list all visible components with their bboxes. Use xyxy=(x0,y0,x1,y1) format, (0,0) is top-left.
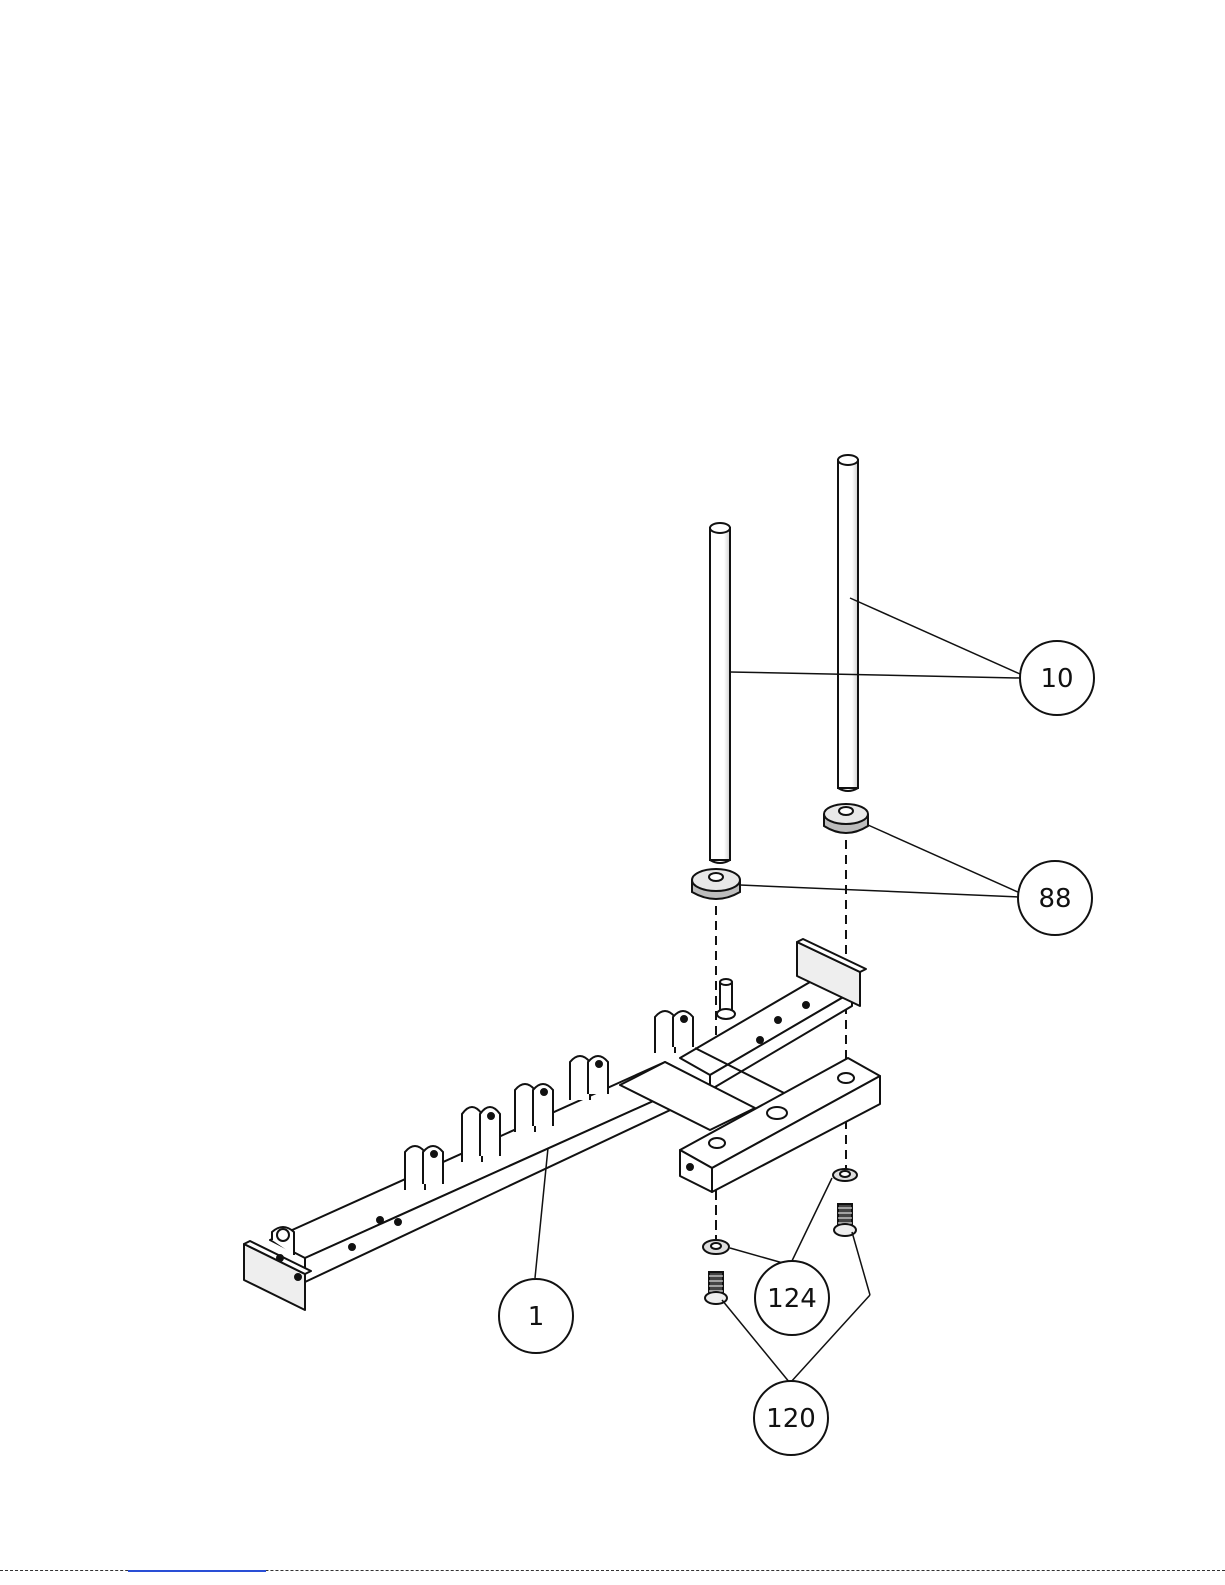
callout-1: 1 xyxy=(499,1279,573,1353)
upright-tube-right xyxy=(838,455,858,791)
callout-124-label: 124 xyxy=(767,1284,817,1314)
main-frame xyxy=(244,939,880,1310)
callout-124: 124 xyxy=(755,1261,829,1335)
callout-88-label: 88 xyxy=(1038,884,1071,914)
callout-1-label: 1 xyxy=(528,1302,545,1332)
footer-link-underline xyxy=(128,1570,266,1572)
upright-tube-left xyxy=(710,523,730,863)
callout-120-label: 120 xyxy=(766,1404,816,1434)
callout-88: 88 xyxy=(1018,861,1092,935)
bolt-left xyxy=(705,1272,727,1304)
callout-10-label: 10 xyxy=(1040,664,1073,694)
washer-right xyxy=(833,1169,857,1181)
bumper-right xyxy=(824,804,868,833)
callout-10: 10 xyxy=(1020,641,1094,715)
bumper-left xyxy=(692,869,740,899)
washer-left xyxy=(703,1240,729,1254)
bolt-right xyxy=(834,1204,856,1236)
callout-120: 120 xyxy=(754,1381,828,1455)
